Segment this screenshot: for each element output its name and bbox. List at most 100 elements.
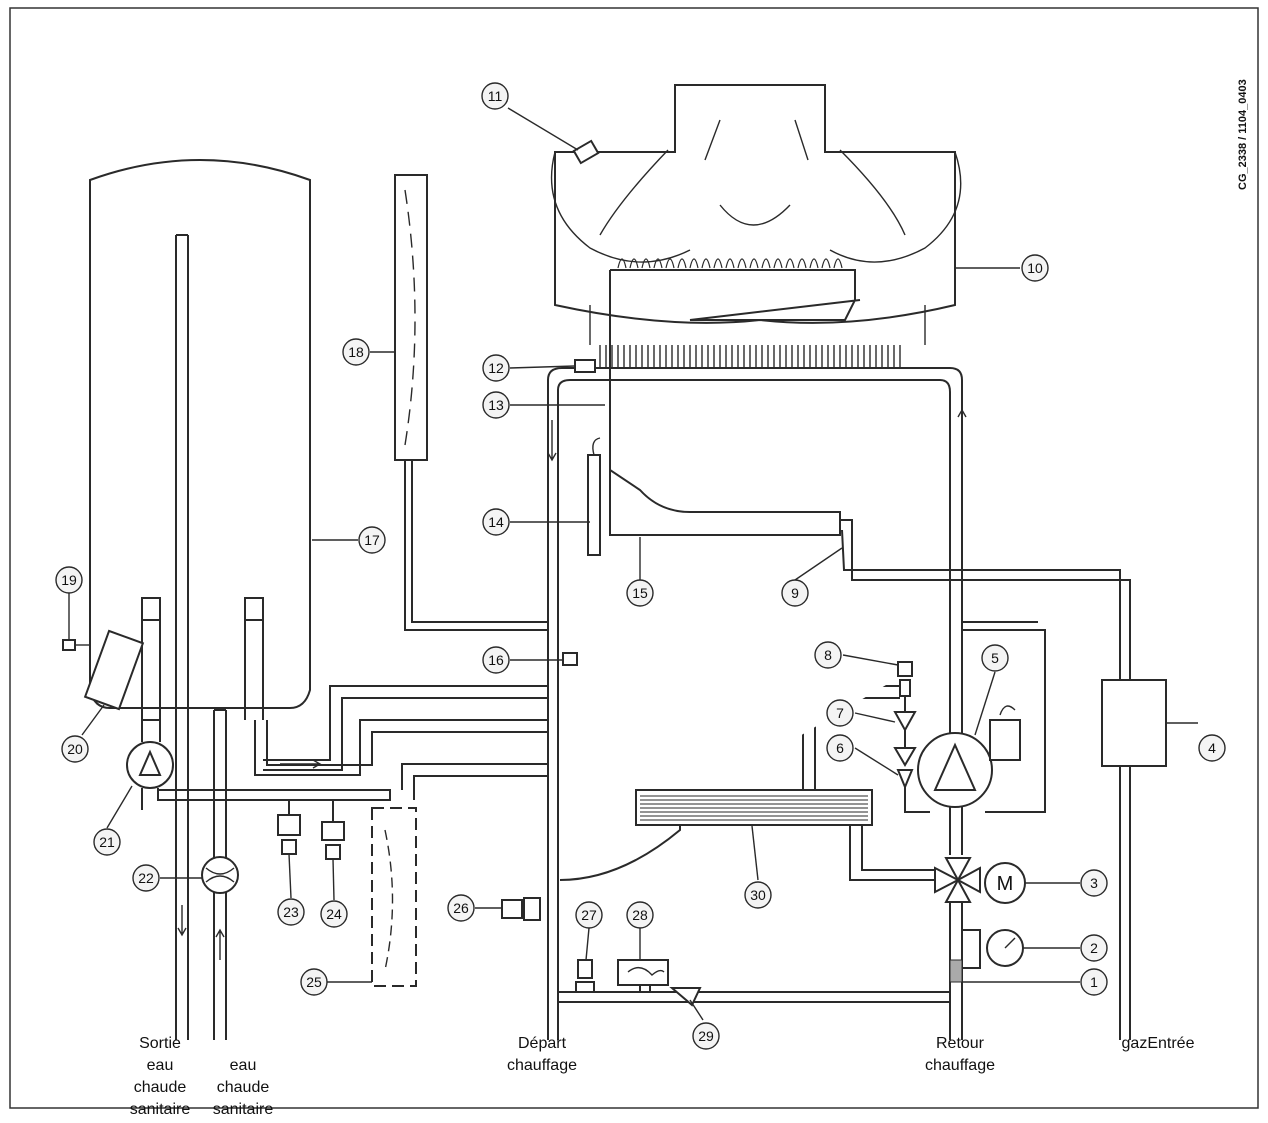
svg-text:21: 21 [99, 834, 115, 850]
overheat-sensor-12 [574, 359, 596, 373]
callout-23: 23 [277, 898, 305, 926]
callout-16: 16 [482, 646, 510, 674]
pressure-reducer-24 [321, 821, 345, 841]
svg-text:27: 27 [581, 907, 597, 923]
safety-valve-23 [277, 814, 301, 836]
callout-13: 13 [482, 391, 510, 419]
callout-1: 1 [1080, 968, 1108, 996]
callout-4: 4 [1198, 734, 1226, 762]
callout-3: 3 [1080, 869, 1108, 897]
svg-text:29: 29 [698, 1028, 714, 1044]
callout-15: 15 [626, 579, 654, 607]
callout-2: 2 [1080, 934, 1108, 962]
svg-text:22: 22 [138, 870, 154, 886]
svg-text:10: 10 [1027, 260, 1043, 276]
callout-10: 10 [1021, 254, 1049, 282]
flow-switch-26 [501, 899, 523, 919]
flue-sensor [572, 139, 600, 165]
bypass-valve-7 [893, 711, 917, 733]
svg-text:16: 16 [488, 652, 504, 668]
diagram-frame [9, 7, 1259, 1109]
label-line: Départ [518, 1035, 567, 1052]
svg-text:20: 20 [67, 741, 83, 757]
label-line: chauffage [507, 1057, 577, 1074]
label-line: Retour [936, 1035, 985, 1052]
svg-text:28: 28 [632, 907, 648, 923]
svg-text:4: 4 [1208, 740, 1216, 756]
callout-27: 27 [575, 901, 603, 929]
label-hot-water: eau chaude sanitaire [213, 1057, 274, 1118]
svg-text:5: 5 [991, 650, 999, 666]
label-hot-water-out: Sortie eau chaude sanitaire [130, 1035, 191, 1118]
callout-20: 20 [61, 735, 89, 763]
hot-water-tank [89, 159, 311, 709]
callout-21: 21 [93, 828, 121, 856]
callout-11: 11 [481, 82, 509, 110]
tank-sensor-19 [62, 639, 76, 651]
callout-24: 24 [320, 900, 348, 928]
svg-text:13: 13 [488, 397, 504, 413]
label-line: Sortie [139, 1035, 181, 1052]
label-line: eau [230, 1057, 257, 1074]
callout-22: 22 [132, 864, 160, 892]
tank-sensor-pocket-left [141, 597, 161, 621]
svg-text:8: 8 [824, 647, 832, 663]
return-filter [949, 959, 963, 983]
label-line: chaude [217, 1079, 270, 1096]
burner-flames [617, 258, 843, 269]
callout-8: 8 [814, 641, 842, 669]
svg-text:1: 1 [1090, 974, 1098, 990]
svg-text:26: 26 [453, 900, 469, 916]
svg-text:17: 17 [364, 532, 380, 548]
check-valve-6 [896, 769, 914, 790]
label-line: eau [147, 1057, 174, 1074]
label-line: chaude [134, 1079, 187, 1096]
label-line: chauffage [925, 1057, 995, 1074]
tank-sensor-pocket-right [244, 597, 264, 621]
thermostatic-mixing-valve [201, 856, 239, 894]
label-heating-flow: Départ chauffage [507, 1035, 577, 1074]
svg-text:18: 18 [348, 344, 364, 360]
svg-text:12: 12 [488, 360, 504, 376]
callout-19: 19 [55, 566, 83, 594]
svg-text:14: 14 [488, 514, 504, 530]
heat-exchanger-tube [547, 367, 963, 885]
bottom-bypass-pipe [547, 885, 950, 1040]
heating-expansion-vessel [394, 174, 428, 461]
label-gas-inlet: gazEntrée [1122, 1035, 1195, 1052]
callout-29: 29 [692, 1022, 720, 1050]
svg-text:9: 9 [791, 585, 799, 601]
tank-thermostat [83, 629, 145, 711]
callout-17: 17 [358, 526, 386, 554]
callout-6: 6 [826, 734, 854, 762]
drain-valve-27 [577, 959, 593, 979]
svg-text:15: 15 [632, 585, 648, 601]
callout-26: 26 [447, 894, 475, 922]
ignition-electrode [587, 454, 601, 556]
tank-dip-tube [175, 234, 189, 1040]
svg-text:11: 11 [488, 88, 503, 104]
label-line: sanitaire [130, 1101, 191, 1118]
dhw-expansion-vessel [371, 807, 417, 987]
svg-text:23: 23 [283, 904, 299, 920]
gas-valve [1101, 679, 1167, 767]
callout-5: 5 [981, 644, 1009, 672]
air-vent-8 [897, 661, 913, 677]
svg-text:30: 30 [750, 887, 766, 903]
callout-30: 30 [744, 881, 772, 909]
callout-18: 18 [342, 338, 370, 366]
pressure-switch-28 [617, 959, 669, 986]
callout-7: 7 [826, 699, 854, 727]
leader-lines [68, 107, 1198, 1021]
reference-code: CG_2338 / 1104_0403 [1237, 79, 1249, 190]
callout-28: 28 [626, 901, 654, 929]
label-line: sanitaire [213, 1101, 274, 1118]
flow-temperature-sensor [562, 652, 578, 666]
svg-text:19: 19 [61, 572, 77, 588]
svg-text:3: 3 [1090, 875, 1098, 891]
callout-12: 12 [482, 354, 510, 382]
label-heating-return: Retour chauffage [925, 1035, 995, 1074]
callout-25: 25 [300, 968, 328, 996]
svg-text:6: 6 [836, 740, 844, 756]
